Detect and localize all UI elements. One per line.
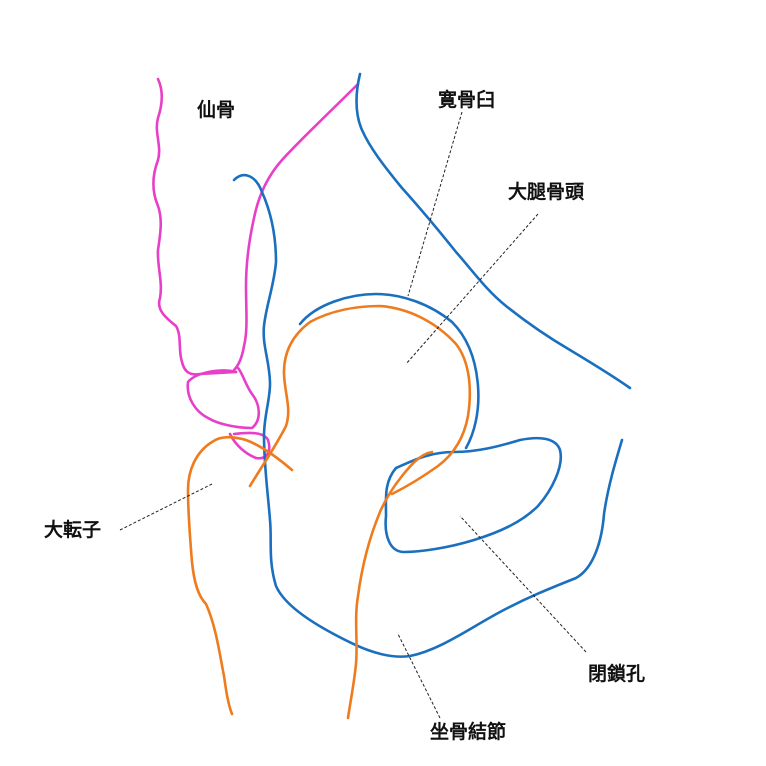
- femoral-neck-inner: [346, 450, 434, 720]
- pelvis-outline: [232, 72, 632, 658]
- label-femoral-head: 大腿骨頭: [508, 180, 585, 203]
- ilium-inner-edge: [232, 173, 624, 658]
- sacrum-outline: [152, 77, 360, 460]
- femur-outline: [186, 304, 472, 720]
- leader-lines: [119, 111, 587, 719]
- leader-acetabulum: [407, 111, 463, 297]
- femoral-shaft-outer: [186, 435, 294, 716]
- obturator-foramen-outline: [384, 436, 563, 554]
- leader-greater-trochanter: [119, 483, 213, 531]
- leader-ischial-tuberosity: [397, 633, 441, 719]
- labels: 仙骨 寛骨臼 大腿骨頭 大転子 閉鎖孔 坐骨結節: [44, 88, 645, 743]
- sacrum-tip: [228, 431, 271, 460]
- acetabulum-rim: [298, 292, 480, 450]
- ilium-outer-edge: [355, 72, 632, 390]
- label-greater-trochanter: 大転子: [44, 518, 101, 541]
- label-obturator-foramen: 閉鎖孔: [588, 662, 645, 685]
- label-acetabulum: 寛骨臼: [438, 88, 495, 111]
- sacrum-left-edge: [152, 77, 238, 376]
- sacrum-right-edge: [232, 82, 360, 372]
- label-sacrum: 仙骨: [197, 98, 235, 121]
- leader-obturator-foramen: [459, 515, 587, 653]
- femoral-head-outline: [248, 304, 472, 496]
- label-ischial-tuberosity: 坐骨結節: [430, 720, 506, 743]
- sacrum-lower-lobe: [186, 366, 261, 430]
- leader-femoral-head: [405, 213, 539, 365]
